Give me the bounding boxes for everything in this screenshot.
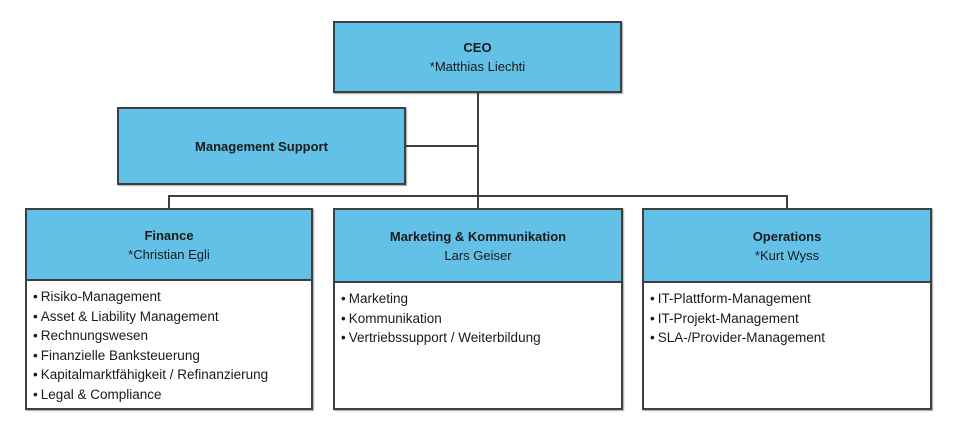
department-finance: Finance *Christian Egli •Risiko-Manageme…	[25, 208, 313, 410]
bullet-glyph: •	[33, 347, 38, 363]
bullet-glyph: •	[341, 330, 346, 345]
department-marketing-person: Lars Geiser	[444, 247, 512, 263]
list-item-label: Vertriebssupport / Weiterbildung	[348, 330, 541, 345]
list-item: •IT-Projekt-Management	[650, 309, 926, 329]
list-item-label: Legal & Compliance	[40, 386, 162, 402]
department-operations-header: Operations *Kurt Wyss	[644, 210, 930, 283]
list-item: •Kapitalmarktfähigkeit / Refinanzierung	[33, 365, 307, 385]
list-item: •Vertriebssupport / Weiterbildung	[341, 328, 617, 348]
list-item: •IT-Plattform-Management	[650, 289, 926, 309]
bullet-glyph: •	[33, 367, 38, 382]
bullet-glyph: •	[650, 291, 655, 306]
list-item: •Finanzielle Banksteuerung	[33, 346, 307, 366]
bullet-glyph: •	[341, 310, 346, 326]
management-support-title: Management Support	[195, 138, 328, 154]
list-item: •Marketing	[341, 289, 617, 309]
management-support-box: Management Support	[117, 107, 406, 185]
bullet-glyph: •	[341, 291, 346, 306]
list-item-label: Finanzielle Banksteuerung	[40, 347, 200, 363]
department-finance-title: Finance	[144, 227, 194, 243]
department-marketing-body: •Marketing •Kommunikation •Vertriebssupp…	[335, 283, 621, 408]
department-operations-list: •IT-Plattform-Management •IT-Projekt-Man…	[650, 289, 926, 348]
list-item-label: Marketing	[348, 291, 409, 306]
list-item: •SLA-/Provider-Management	[650, 328, 926, 348]
list-item: •Asset & Liability Management	[33, 307, 307, 327]
connector-ceo-vertical	[477, 93, 479, 208]
department-marketing-list: •Marketing •Kommunikation •Vertriebssupp…	[341, 289, 617, 348]
list-item: •Legal & Compliance	[33, 385, 307, 405]
department-finance-person: *Christian Egli	[128, 246, 210, 262]
department-marketing-title: Marketing & Kommunikation	[389, 228, 567, 244]
list-item: •Risiko-Management	[33, 287, 307, 307]
department-marketing: Marketing & Kommunikation Lars Geiser •M…	[333, 208, 623, 410]
bullet-glyph: •	[650, 330, 655, 345]
department-finance-header: Finance *Christian Egli	[27, 210, 311, 281]
list-item: •Rechnungswesen	[33, 326, 307, 346]
department-operations-title: Operations	[752, 228, 822, 244]
department-operations-person: *Kurt Wyss	[754, 247, 820, 263]
list-item-label: IT-Projekt-Management	[657, 310, 799, 326]
bullet-glyph: •	[33, 328, 38, 343]
bullet-glyph: •	[650, 310, 655, 326]
ceo-title: CEO	[463, 40, 492, 55]
connector-drop-operations	[786, 195, 788, 208]
ceo-box: CEO *Matthias Liechti	[333, 21, 622, 93]
department-operations: Operations *Kurt Wyss •IT-Plattform-Mana…	[642, 208, 932, 410]
list-item-label: Asset & Liability Management	[40, 308, 219, 324]
department-marketing-header: Marketing & Kommunikation Lars Geiser	[335, 210, 621, 283]
bullet-glyph: •	[33, 308, 38, 324]
connector-distribution-horizontal	[168, 195, 788, 197]
department-finance-body: •Risiko-Management •Asset & Liability Ma…	[27, 281, 311, 408]
connector-management-support	[406, 145, 477, 147]
list-item-label: Kapitalmarktfähigkeit / Refinanzierung	[40, 367, 269, 382]
list-item-label: IT-Plattform-Management	[657, 291, 811, 306]
list-item-label: Kommunikation	[348, 310, 442, 326]
ceo-person: *Matthias Liechti	[429, 59, 526, 74]
department-operations-body: •IT-Plattform-Management •IT-Projekt-Man…	[644, 283, 930, 408]
list-item-label: SLA-/Provider-Management	[657, 330, 826, 345]
bullet-glyph: •	[33, 289, 38, 304]
list-item-label: Rechnungswesen	[40, 328, 149, 343]
bullet-glyph: •	[33, 386, 38, 402]
department-finance-list: •Risiko-Management •Asset & Liability Ma…	[33, 287, 307, 404]
connector-drop-finance	[168, 195, 170, 208]
list-item: •Kommunikation	[341, 309, 617, 329]
list-item-label: Risiko-Management	[40, 289, 161, 304]
